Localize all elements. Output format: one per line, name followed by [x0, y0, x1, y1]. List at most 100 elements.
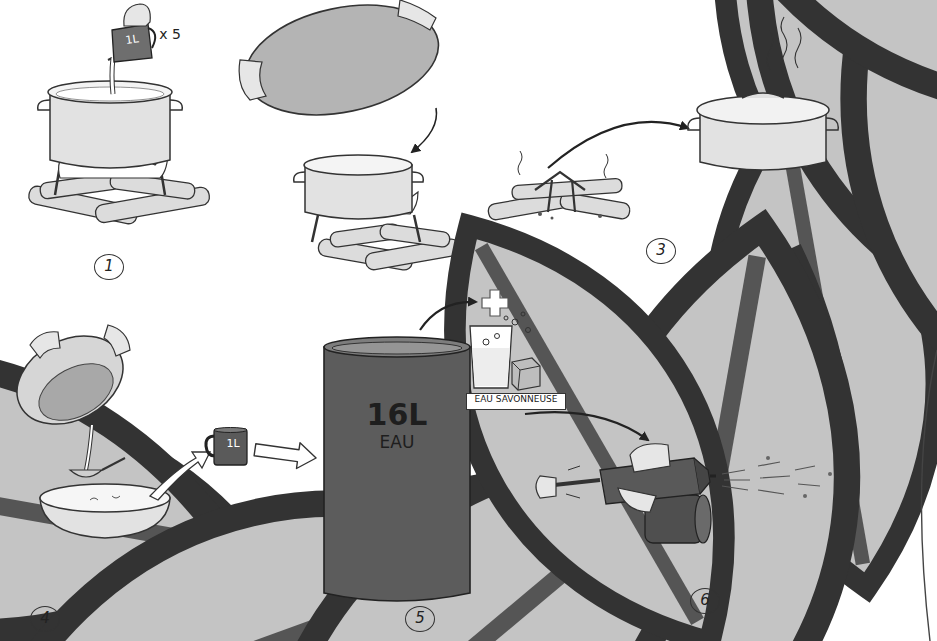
box-outline — [467, 394, 566, 410]
pouring-pot — [30, 332, 60, 358]
plus-and-soap — [512, 362, 540, 390]
sprayer — [536, 476, 556, 498]
measuring-jug — [124, 4, 150, 26]
leaf-basket — [239, 60, 266, 100]
label-box: EAU SAVONNEUSE — [466, 393, 566, 410]
step-number: 5 — [405, 606, 435, 632]
basin — [150, 452, 210, 500]
pouring-pot — [0, 638, 435, 641]
node-texts: EAU SAVONNEUSE — [466, 393, 566, 404]
pouring-pot — [104, 325, 130, 356]
sprayer — [828, 472, 832, 476]
measuring-mug: 1L — [205, 426, 249, 466]
measuring-jug — [148, 28, 155, 48]
pouring-pot — [70, 470, 102, 477]
plus-and-soap — [420, 302, 476, 330]
plus-and-soap — [512, 319, 518, 325]
plus-and-soap — [495, 334, 500, 339]
plant-leaves — [921, 350, 937, 641]
sprayer — [536, 444, 832, 543]
cooking-pot — [38, 100, 183, 110]
node-texts: 1L — [205, 426, 249, 450]
node-title: 16L — [322, 397, 472, 432]
step-number: 6 — [690, 588, 720, 614]
plus-and-soap — [521, 312, 525, 316]
covered-pot — [697, 96, 829, 124]
sprayer — [803, 494, 807, 498]
panel-three-embers — [512, 178, 623, 200]
cooking-pot — [56, 87, 164, 101]
block-arrow — [254, 443, 316, 469]
node-texts: 16LEAU — [322, 335, 472, 452]
barrel-outline — [332, 342, 462, 354]
step-number: 1 — [94, 254, 124, 280]
block-arrow — [254, 443, 316, 469]
repeat-count: x 5 — [152, 26, 188, 42]
panel-three-embers — [598, 214, 602, 218]
pot-with-leaves — [304, 155, 412, 175]
panel-one-fire — [27, 172, 210, 225]
leaf-basket — [398, 0, 436, 30]
pouring-pot — [102, 458, 125, 470]
pouring-pot — [0, 172, 803, 641]
panel-two-fire — [317, 223, 461, 271]
leaf-basket — [235, 0, 448, 131]
pouring-pot — [86, 425, 92, 470]
panel-three-embers — [487, 122, 688, 221]
measuring-jug — [112, 24, 152, 62]
node-title: 1L — [217, 437, 249, 450]
basin — [40, 484, 170, 512]
pouring-pot — [86, 425, 92, 470]
basin — [90, 496, 120, 500]
measuring-jug — [112, 58, 113, 94]
water-barrel: 16LEAU — [322, 335, 472, 603]
pouring-pot — [29, 352, 122, 432]
barrel-outline — [324, 347, 470, 601]
plus-and-soap — [526, 328, 531, 333]
plus-and-soap — [525, 412, 648, 440]
panel-three-embers — [551, 217, 554, 220]
panel-three-embers — [535, 172, 585, 212]
plus-and-soap — [470, 326, 512, 388]
sprayer — [618, 488, 656, 512]
pot-with-leaves — [294, 172, 424, 182]
measuring-jug — [108, 4, 155, 94]
covered-pot — [767, 17, 801, 75]
covered-pot — [742, 93, 784, 98]
plant-leaves — [552, 0, 937, 641]
mug-outline — [214, 428, 247, 433]
node-subtitle: EAU — [322, 432, 472, 452]
plus-and-soap — [512, 358, 540, 390]
sprayer — [566, 466, 580, 498]
sprayer — [722, 462, 820, 494]
sprayer — [694, 458, 710, 494]
plus-and-soap — [504, 316, 508, 320]
cooking-pot — [38, 81, 183, 168]
panel-two-fire — [379, 223, 450, 248]
node-title: EAU SAVONNEUSE — [466, 394, 566, 404]
plus-and-soap — [482, 290, 508, 316]
leaf-basket — [591, 0, 937, 207]
step-number: 4 — [30, 606, 60, 632]
plus-and-soap — [483, 339, 489, 345]
plus-and-soap — [472, 348, 510, 386]
barrel-outline — [322, 335, 472, 603]
sprayer — [695, 495, 711, 543]
barrel-outline — [324, 337, 470, 357]
covered-pot — [688, 118, 839, 130]
sprayer — [722, 462, 820, 494]
panel-three-embers — [538, 212, 542, 216]
sprayer — [710, 475, 716, 478]
leaf-basket — [412, 108, 437, 152]
sprayer — [630, 444, 670, 472]
panel-three-embers — [487, 178, 631, 221]
covered-pot — [688, 17, 839, 170]
pouring-pot — [2, 318, 138, 441]
panel-three-embers — [548, 122, 688, 168]
step-number: 3 — [646, 238, 676, 264]
measuring-jug — [112, 58, 113, 94]
basin — [40, 452, 210, 538]
sprayer — [766, 456, 770, 460]
